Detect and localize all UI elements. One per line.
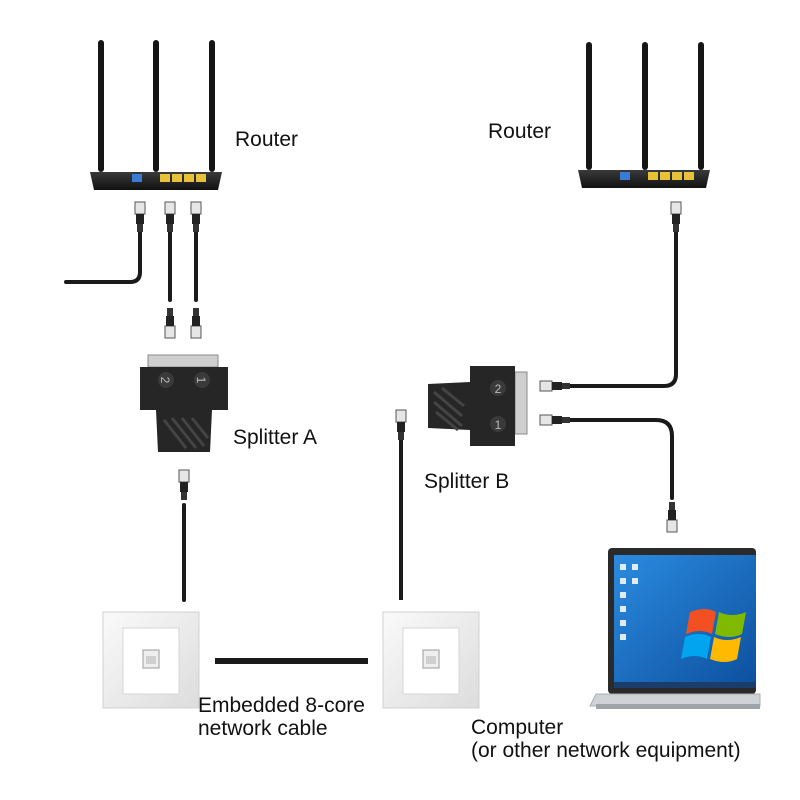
cable-group-left (64, 230, 198, 602)
lan-port (672, 172, 682, 180)
computer-label-line1: Computer (471, 716, 564, 739)
splitter-port-number: 2 (158, 377, 172, 384)
cable-group-right (568, 230, 678, 500)
rj45-plug-icon (395, 409, 407, 441)
wan-port (132, 174, 142, 182)
antenna (698, 42, 704, 170)
windows-logo (681, 609, 746, 662)
lan-port (172, 174, 182, 182)
lan-port (160, 174, 170, 182)
rj45-plug-icon (539, 414, 571, 426)
laptop-base-edge (596, 704, 760, 709)
splitter-a-label: Splitter A (233, 426, 318, 449)
splitter-port-number: 1 (495, 418, 502, 432)
wan-port (620, 172, 630, 180)
rj45-plug-icon (190, 201, 202, 233)
antenna (586, 42, 592, 170)
rj45-plug-icon (670, 201, 682, 233)
cable (64, 230, 142, 284)
router-left-label: Router (235, 128, 299, 151)
cable (568, 418, 674, 500)
rj45-plug-icon (134, 201, 146, 233)
cable-label-line1: Embedded 8-core (198, 694, 365, 717)
computer-label-line2: (or other network equipment) (471, 739, 741, 762)
splitter-b-label: Splitter B (424, 470, 510, 493)
splitter-icon: 2 1 (140, 354, 228, 452)
lan-port (648, 172, 658, 180)
splitter-port-number: 2 (495, 382, 502, 396)
rj45-plug-icon (178, 469, 190, 501)
wall-socket-icon (102, 611, 200, 709)
computer-label: Computer (or other network equipment) (471, 716, 741, 762)
laptop-icon (589, 548, 761, 709)
cable (568, 230, 678, 388)
cable-label: Embedded 8-core network cable (198, 694, 365, 740)
router-icon (578, 42, 710, 188)
wall-socket-icon (382, 611, 480, 709)
antenna (209, 40, 215, 172)
antenna (642, 42, 648, 170)
router-icon (90, 40, 222, 190)
splitter-icon: 2 1 (428, 366, 528, 446)
lan-port (196, 174, 206, 182)
antenna (98, 40, 104, 172)
rj45-plug-icon (164, 201, 176, 233)
desktop-icons (620, 564, 638, 640)
lan-port (184, 174, 194, 182)
antenna (153, 40, 159, 172)
rj45-plug-icon (539, 380, 571, 392)
cable-label-line2: network cable (198, 717, 328, 740)
router-right-label: Router (488, 120, 552, 143)
rj45-plug-icon (164, 307, 176, 339)
rj45-plug-icon (190, 307, 202, 339)
taskbar (614, 682, 756, 688)
splitter-port-number: 1 (194, 377, 208, 384)
lan-port (684, 172, 694, 180)
rj45-plug-icon (666, 501, 678, 533)
lan-port (660, 172, 670, 180)
